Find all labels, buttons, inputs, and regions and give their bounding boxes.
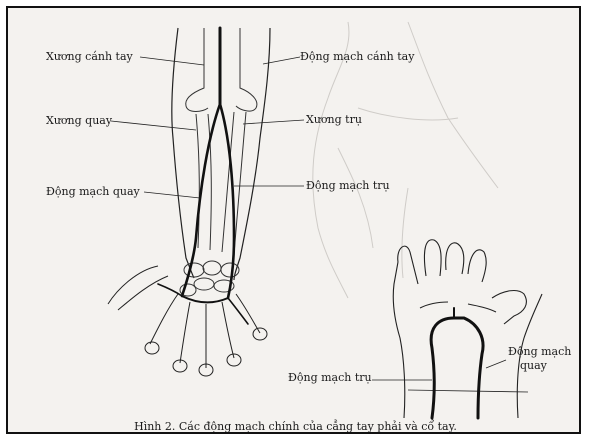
leader-lines	[111, 57, 304, 198]
label-brachial-artery: Động mạch cánh tay	[300, 51, 414, 63]
wrist-arteries	[431, 308, 483, 418]
radial-artery-path	[182, 104, 220, 296]
label-ulnar-artery: Động mạch trụ	[306, 180, 390, 192]
label-wrist-radial-artery-line1: Động mạch	[508, 346, 571, 358]
wrist-leader-lines	[372, 360, 506, 380]
background-body-outline	[313, 22, 498, 298]
label-wrist-radial-artery-line2: quay	[520, 360, 547, 372]
label-wrist-ulnar-artery: Động mạch trụ	[288, 372, 372, 384]
label-radial-artery: Động mạch quay	[46, 186, 140, 198]
label-radius: Xương quay	[46, 115, 112, 127]
label-humerus: Xương cánh tay	[46, 51, 133, 63]
figure-frame: Xương cánh tay Động mạch cánh tay Xương …	[6, 6, 581, 434]
label-ulna: Xương trụ	[306, 114, 362, 126]
wrist-radial-artery-path	[454, 318, 483, 418]
wrist-inset	[393, 240, 542, 418]
wrist-ulnar-artery-path	[431, 318, 454, 418]
figure-caption: Hình 2. Các động mạch chính của cẳng tay…	[8, 420, 581, 433]
forearm-bones	[196, 112, 246, 254]
